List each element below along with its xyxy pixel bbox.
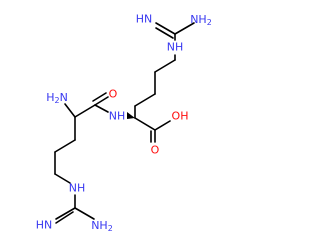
chemical-structure: HN NH2 NH O H2N NH OH O NH HN NH2 <box>36 13 212 233</box>
atom-label-bottom-nh2: NH2 <box>91 219 113 233</box>
bond-alpha1-nh2 <box>64 103 76 118</box>
atom-label-top-nh2: NH2 <box>190 13 212 27</box>
bond-top-guan-c-imine <box>155 22 176 35</box>
atom-label-acid-o: O <box>151 144 160 157</box>
atom-label-bottom-imine: HN <box>36 219 53 232</box>
atom-label-bottom-nh: NH <box>69 182 86 195</box>
atom-label-acid-oh: OH <box>172 110 189 123</box>
bond-acid-c-oh <box>154 120 171 131</box>
atom-label-amide-nh: NH <box>109 110 126 123</box>
bond-carbonyl-c-o-double <box>92 92 107 102</box>
bond-bchain-1 <box>54 139 76 153</box>
bond-bottom-guan-c-imine-double <box>55 211 74 224</box>
bond-carbonyl-c-o <box>94 96 109 106</box>
stereo-wedge-alpha2 <box>127 112 135 119</box>
atom-label-top-imine: HN <box>136 13 153 26</box>
atom-label-amide-o: O <box>109 88 118 101</box>
bond-bchain-3 <box>54 173 71 184</box>
bond-top-guan-c-imine-double <box>155 27 174 39</box>
bond-chain-1 <box>154 59 176 73</box>
bond-bottom-guan-c-imine <box>55 207 76 220</box>
bond-alpha2-cooh <box>134 117 156 131</box>
atom-label-top-nh: NH <box>167 41 184 54</box>
bond-bottom-guan-c-nh2 <box>74 207 95 220</box>
bond-nh-carbonyl <box>94 104 109 113</box>
bond-carbonyl-alpha1 <box>74 104 96 118</box>
bond-chain-3 <box>134 93 156 107</box>
bond-top-guan-c-nh2 <box>174 22 195 35</box>
atom-label-alpha-amine: H2N <box>46 91 68 105</box>
